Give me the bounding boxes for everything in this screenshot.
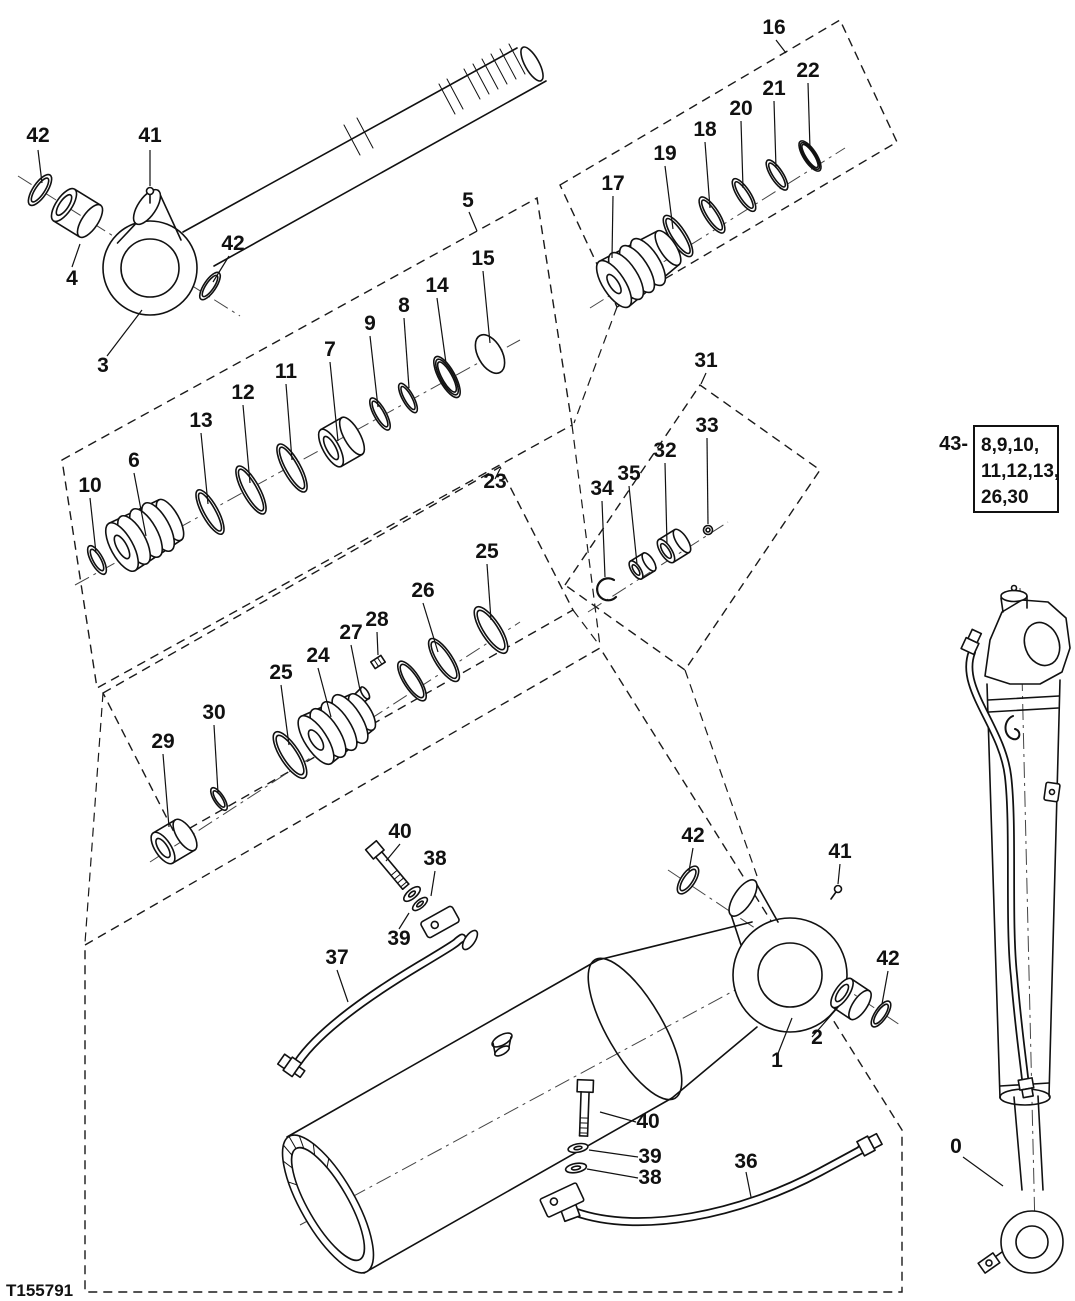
- callout-3: 3: [97, 354, 109, 377]
- callout-37: 37: [325, 946, 348, 969]
- connector-lines: [84, 306, 758, 944]
- callout-8: 8: [398, 294, 410, 317]
- piston-rod-assembly: [27, 43, 547, 316]
- callout-15: 15: [471, 247, 495, 270]
- bushing-32: [656, 528, 692, 564]
- callout-labels: 42 41 4 42 3 5 15 14 8 9 7 11 12 13 6 10…: [26, 16, 962, 1189]
- piston-24: [297, 692, 377, 766]
- reference-note-line-3: 26,30: [981, 487, 1029, 508]
- callout-27: 27: [339, 621, 362, 644]
- callout-31: 31: [694, 349, 718, 372]
- callout-18: 18: [693, 118, 717, 141]
- callout-20: 20: [729, 97, 752, 120]
- callout-22: 22: [796, 59, 819, 82]
- group-box-outer: [84, 647, 903, 1293]
- callout-34: 34: [590, 477, 614, 500]
- bushing-29: [150, 818, 198, 865]
- hardware-group: [596, 524, 714, 602]
- reference-note-line-2: 11,12,13,: [981, 461, 1059, 482]
- callout-28: 28: [365, 608, 389, 631]
- callout-41-head: 41: [828, 840, 852, 863]
- callout-0: 0: [950, 1135, 962, 1158]
- snap-ring-34: [596, 577, 618, 602]
- reference-note-prefix: 43-: [939, 433, 968, 455]
- callout-5: 5: [462, 189, 474, 212]
- callout-11: 11: [275, 360, 298, 383]
- callout-10: 10: [78, 474, 101, 497]
- callout-17: 17: [601, 172, 624, 195]
- grommet: [491, 1032, 513, 1057]
- piston-17: [595, 229, 682, 309]
- callout-29: 29: [151, 730, 174, 753]
- callout-9: 9: [364, 312, 376, 335]
- callout-13: 13: [189, 409, 212, 432]
- callout-1: 1: [771, 1049, 783, 1072]
- callout-38-upper: 38: [423, 847, 447, 870]
- callout-24: 24: [306, 644, 330, 667]
- bushing-35: [628, 552, 657, 580]
- callout-38-lower: 38: [638, 1166, 662, 1189]
- callout-14: 14: [425, 274, 449, 297]
- callout-41-rod: 41: [138, 124, 162, 147]
- callout-12: 12: [231, 381, 254, 404]
- callout-42-head: 42: [681, 824, 704, 847]
- group-boxes: [61, 19, 903, 1293]
- callout-39-lower: 39: [638, 1145, 661, 1168]
- callout-40-lower: 40: [636, 1110, 659, 1133]
- callout-2: 2: [811, 1026, 823, 1049]
- callout-42-head-b: 42: [876, 947, 899, 970]
- callout-35: 35: [617, 462, 641, 485]
- reference-note-box: [973, 425, 1059, 513]
- piston-assembly-group: [150, 605, 509, 865]
- callout-26: 26: [411, 579, 434, 602]
- drawing-number: T155791: [6, 1281, 73, 1300]
- callout-21: 21: [762, 77, 786, 100]
- reference-note: 43- 8,9,10, 11,12,13, 26,30: [939, 425, 1059, 513]
- callout-25-upper: 25: [475, 540, 499, 563]
- callout-36: 36: [734, 1150, 757, 1173]
- reference-note-line-1: 8,9,10,: [981, 435, 1039, 456]
- callout-4: 4: [66, 267, 78, 290]
- bushing-2: [830, 977, 872, 1021]
- callout-23: 23: [483, 470, 506, 493]
- callout-6: 6: [128, 449, 140, 472]
- assembled-cylinder: [960, 584, 1071, 1274]
- callout-25-lower: 25: [269, 661, 293, 684]
- group-box-31: [564, 384, 821, 671]
- barrel-assembly: [276, 839, 892, 1274]
- callout-19: 19: [653, 142, 676, 165]
- centerlines: [17, 147, 1037, 1273]
- callout-7: 7: [324, 338, 336, 361]
- callout-40-upper: 40: [388, 820, 411, 843]
- callout-33: 33: [695, 414, 718, 437]
- gland-seal-group: [86, 333, 506, 576]
- callout-39-upper: 39: [387, 927, 410, 950]
- callout-42-rod-left: 42: [26, 124, 49, 147]
- callout-30: 30: [202, 701, 225, 724]
- callout-32: 32: [653, 439, 676, 462]
- callout-42-rod-right: 42: [221, 232, 244, 255]
- buffer-bushing-7: [317, 416, 366, 468]
- piston-seal-group: [595, 140, 822, 309]
- leader-lines: [37, 39, 1004, 1198]
- bushing-4: [50, 187, 104, 239]
- callout-16: 16: [762, 16, 785, 39]
